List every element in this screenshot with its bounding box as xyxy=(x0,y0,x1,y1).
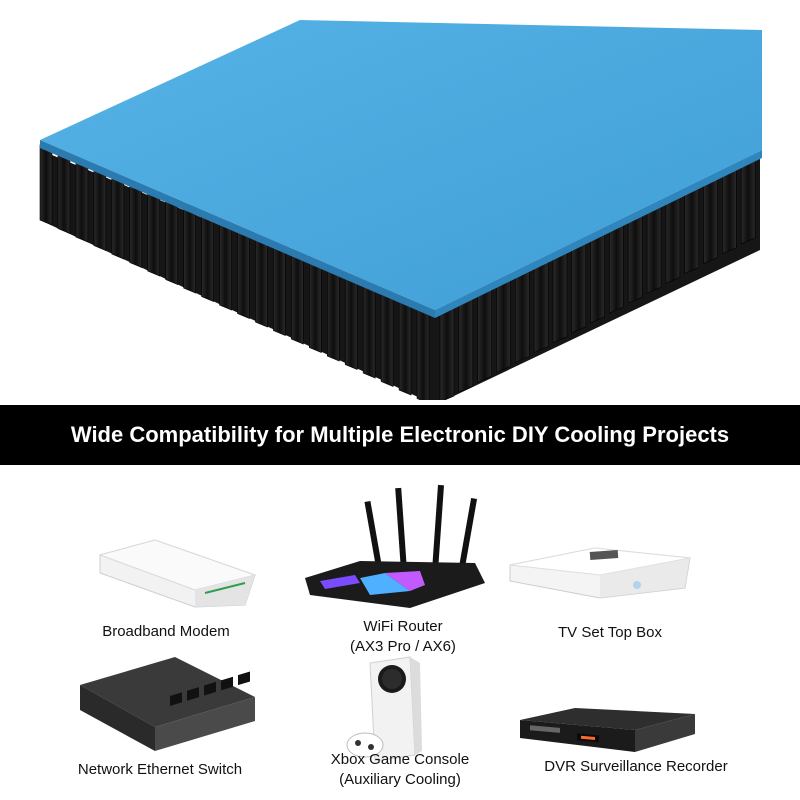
heatsink-fin xyxy=(93,167,107,251)
heatsink-fin xyxy=(309,258,322,353)
heatsink-fin xyxy=(458,296,474,393)
heatsink-fin xyxy=(147,190,161,277)
wifi-router-image xyxy=(305,484,485,608)
heatsink-fin xyxy=(201,212,214,302)
thermal-pad xyxy=(40,20,762,310)
label-dvr-recorder: DVR Surveillance Recorder xyxy=(544,758,728,775)
heatsink-fin xyxy=(627,212,643,304)
label-xbox-console: Xbox Game Console (Auxiliary Cooling) xyxy=(330,751,470,788)
heatsink-fin xyxy=(684,184,700,274)
heatsink-fin xyxy=(183,205,196,294)
heatsink-fin xyxy=(237,228,250,319)
banner-title: Wide Compatibility for Multiple Electron… xyxy=(70,422,730,447)
heatsink-fin xyxy=(722,166,737,255)
heatsink-fin xyxy=(111,174,125,260)
xbox-console-image xyxy=(346,656,422,762)
heatsink-fin xyxy=(609,221,624,314)
heatsink-fin xyxy=(165,197,178,285)
compatibility-banner: Wide Compatibility for Multiple Electron… xyxy=(0,405,800,465)
heatsink-fin xyxy=(39,144,53,226)
heatsink-fin xyxy=(533,259,549,354)
heatsink-fin xyxy=(398,296,412,396)
heatsink-image xyxy=(39,20,762,400)
heatsink-fin xyxy=(571,240,587,334)
heatsink-fin xyxy=(291,250,304,345)
heatsink-fin xyxy=(273,243,286,336)
heatsink-fin xyxy=(590,231,605,324)
heatsink-fin xyxy=(326,266,340,362)
heatsink-fin xyxy=(362,281,376,379)
label-network-switch: Network Ethernet Switch xyxy=(77,761,243,778)
label-tv-set-top-box: TV Set Top Box xyxy=(558,624,662,641)
heatsink-fin xyxy=(439,305,455,400)
heatsink-fin xyxy=(75,159,89,243)
heatsink-fin xyxy=(219,220,232,311)
heatsink-fin xyxy=(255,235,268,328)
heatsink-fin xyxy=(514,268,530,363)
label-wifi-router: WiFi Router (AX3 Pro / AX6) xyxy=(350,618,456,655)
heatsink-fins-left xyxy=(39,144,430,400)
heatsink-fin xyxy=(57,152,71,234)
dvr-recorder-image xyxy=(520,708,695,752)
heatsink-fin xyxy=(740,156,756,245)
label-broadband-modem: Broadband Modem xyxy=(102,623,230,640)
network-switch-image xyxy=(80,657,255,751)
heatsink-fin xyxy=(552,249,568,344)
heatsink-fin xyxy=(496,277,511,373)
heatsink-fin xyxy=(665,194,681,284)
heatsink-fin xyxy=(129,182,143,268)
set-top-box-image xyxy=(509,547,691,599)
heatsink-fin xyxy=(344,273,358,370)
modem-image xyxy=(98,539,257,608)
heatsink-fin xyxy=(380,288,394,387)
heatsink-fin xyxy=(646,203,662,294)
heatsink-fin xyxy=(703,175,718,265)
heatsink-fin xyxy=(416,303,430,400)
heatsink-fin xyxy=(477,286,492,383)
